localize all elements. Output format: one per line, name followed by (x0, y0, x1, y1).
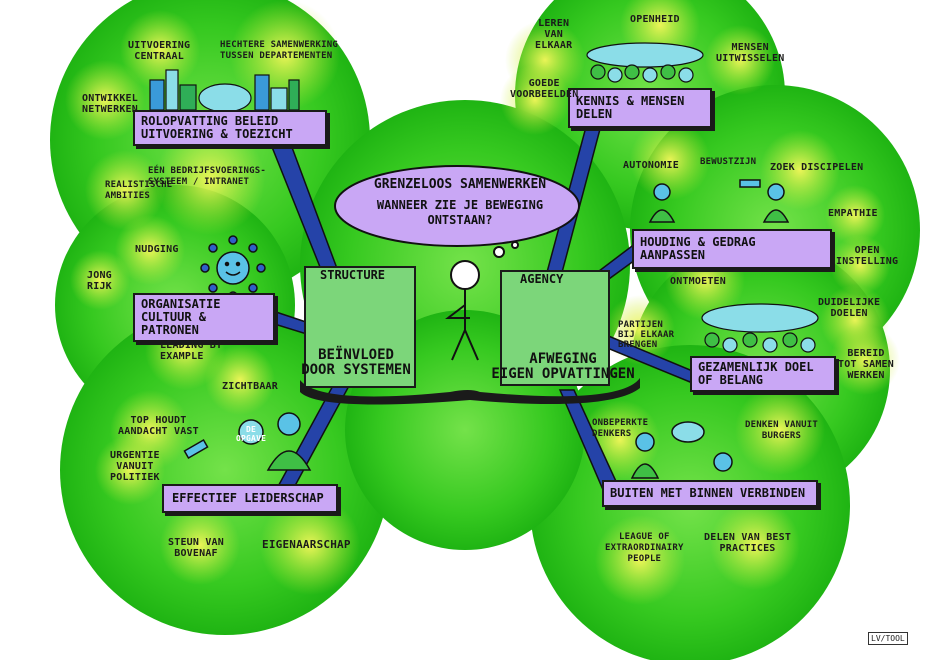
label-nudging: NUDGING (135, 244, 179, 255)
box-rolopvatting: ROLOPVATTING BELEID UITVOERING & TOEZICH… (133, 110, 327, 146)
box-kennis: KENNIS & MENSEN DELEN (568, 88, 712, 128)
label-jong-rijk: JONG RIJK (87, 270, 112, 292)
label-empathie: EMPATHIE (828, 208, 878, 219)
label-hechtere: HECHTERE SAMENWERKING TUSSEN DEPARTEMENT… (220, 40, 338, 61)
label-zichtbaar: ZICHTBAAR (222, 381, 278, 392)
panel-swoosh (300, 378, 640, 405)
central-stick-figure (445, 241, 519, 361)
structure-caption: BEÏNVLOED DOOR SYSTEMEN (301, 347, 411, 378)
label-league: LEAGUE OF EXTRAORDINAIRY PEOPLE (605, 532, 684, 564)
label-uitvoering-centraal: UITVOERING CENTRAAL (128, 40, 191, 62)
box-gezamenlijk: GEZAMENLIJK DOEL OF BELANG (690, 356, 836, 392)
label-openheid: OPENHEID (630, 14, 680, 25)
label-ontwikkel: ONTWIKKEL NETWERKEN (82, 93, 138, 115)
crowd-illustration (586, 42, 819, 353)
label-top-houdt: TOP HOUDT AANDACHT VAST (118, 415, 199, 437)
center-question: WANNEER ZIE JE BEWEGING ONTSTAAN? (376, 198, 544, 227)
structure-title: STRUCTURE (320, 268, 386, 282)
label-autonomie: AUTONOMIE (623, 160, 679, 171)
label-een-bedrijf: EÉN BEDRIJFSVOERINGS- SYSTEEM / INTRANET (148, 166, 266, 187)
box-leiderschap: EFFECTIEF LEIDERSCHAP (162, 484, 338, 513)
label-ontmoeten: ONTMOETEN (670, 276, 726, 287)
label-realistische: REALISTISCHE AMBITIES (105, 180, 173, 201)
label-bereid: BEREID TOT SAMEN WERKEN (838, 348, 894, 381)
label-urgentie: URGENTIE VANUIT POLITIEK (110, 450, 160, 483)
artist-signature: LV/TOOL (868, 632, 908, 645)
label-goede: GOEDE VOORBEELDEN (510, 78, 579, 100)
agency-panel (500, 270, 610, 386)
label-onbeperkte: ONBEPERKTE DENKERS (592, 418, 649, 439)
agency-title: AGENCY (520, 272, 564, 286)
label-partijen: PARTIJEN BIJ ELKAAR BRENGEN (618, 320, 675, 350)
label-duidelijke: DUIDELIJKE DOELEN (818, 297, 881, 319)
structure-panel (304, 266, 416, 388)
box-buiten: BUITEN MET BINNEN VERBINDEN (602, 480, 818, 507)
label-open-instelling: OPEN INSTELLING (836, 245, 899, 267)
question-bubble (334, 165, 580, 247)
label-leading: LEADING BY EXAMPLE (160, 340, 223, 362)
center-title: GRENZELOOS SAMENWERKEN (373, 177, 547, 192)
sun-icon (200, 235, 266, 301)
label-mensen: MENSEN UITWISSELEN (716, 42, 785, 64)
label-delen: DELEN VAN BEST PRACTICES (704, 532, 792, 554)
label-steun: STEUN VAN BOVENAF (168, 537, 224, 559)
label-eigenaarschap: EIGENAARSCHAP (262, 538, 351, 551)
label-denken-vanuit: DENKEN VANUIT BURGERS (745, 420, 819, 441)
label-zoek: ZOEK DISCIPELEN (770, 162, 864, 173)
box-organisatie: ORGANISATIE CULTUUR & PATRONEN (133, 293, 275, 342)
label-bewustzijn: BEWUSTZIJN (700, 157, 757, 167)
city-illustration (149, 69, 300, 113)
label-leren: LEREN VAN ELKAAR (535, 18, 573, 51)
label-de-opgave: DE OPGAVE (236, 425, 267, 443)
box-houding: HOUDING & GEDRAG AANPASSEN (632, 229, 832, 269)
agency-caption: AFWEGING EIGEN OPVATTINGEN (491, 351, 635, 382)
